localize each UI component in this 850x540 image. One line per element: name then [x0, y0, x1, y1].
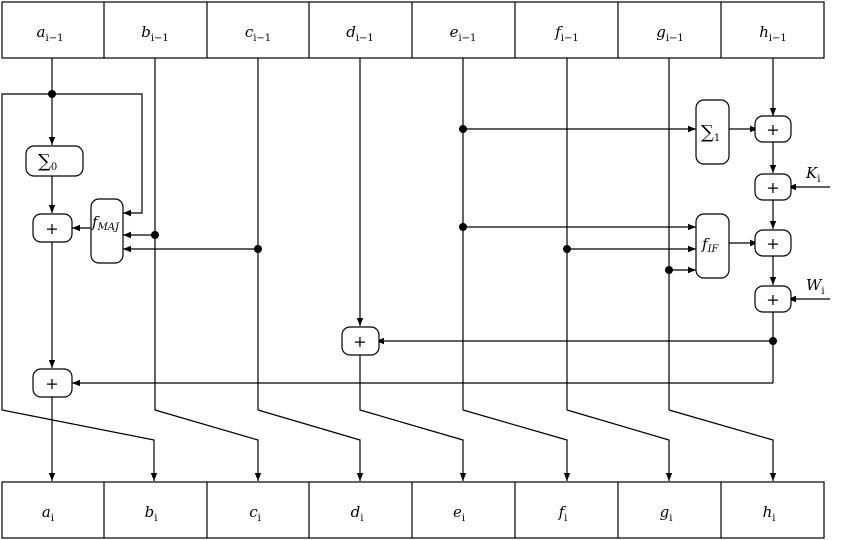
wires — [1, 58, 830, 481]
junction-dot — [151, 231, 159, 239]
w-input-label: Wi — [806, 276, 825, 297]
output-register-row: ai bi ci di ei fi gi hi — [1, 481, 825, 539]
adder-d: + — [341, 326, 380, 356]
adder-a-final: + — [32, 368, 73, 398]
reg-out-b: bi — [145, 503, 158, 524]
fif-block: fIF — [695, 213, 730, 279]
junction-dot — [459, 223, 467, 231]
junction-dot — [459, 125, 467, 133]
reg-in-h: hi−1 — [759, 23, 787, 44]
junction-dot — [48, 90, 56, 98]
wire-a-to-b-out — [1, 93, 158, 481]
reg-in-e: ei−1 — [450, 23, 477, 44]
wire-b-to-c-out — [154, 409, 262, 481]
svg-text:+: + — [766, 290, 779, 309]
adder-h-fif: + — [754, 229, 792, 257]
wire-f-to-g-out — [566, 409, 673, 481]
reg-out-g: gi — [660, 503, 673, 524]
fmaj-block: fMAJ — [90, 198, 124, 264]
reg-in-b: bi−1 — [141, 23, 169, 44]
reg-in-g: gi−1 — [656, 23, 684, 44]
adder-h-w: + — [754, 285, 792, 313]
input-register-row: ai−1 bi−1 ci−1 di−1 ei−1 fi−1 gi−1 hi−1 — [1, 1, 825, 59]
wire-g-to-h-out — [668, 409, 777, 481]
wire-addd-to-e-out — [359, 355, 467, 481]
reg-in-c: ci−1 — [245, 23, 271, 44]
reg-out-c: ci — [249, 503, 261, 524]
svg-text:fIF: fIF — [701, 235, 720, 255]
wire-a-to-fmaj — [52, 93, 143, 217]
adder-h-k: + — [754, 173, 792, 201]
reg-out-e: ei — [453, 503, 465, 524]
junction-dot — [665, 266, 673, 274]
svg-text:+: + — [45, 219, 58, 238]
reg-in-a: ai−1 — [37, 23, 64, 44]
svg-text:+: + — [353, 332, 366, 351]
reg-out-h: hi — [763, 503, 776, 524]
reg-out-d: di — [351, 503, 364, 524]
svg-text:∑0: ∑0 — [38, 151, 57, 173]
junction-dot — [769, 337, 777, 345]
wire-e-to-f-out — [462, 409, 571, 481]
svg-text:+: + — [766, 178, 779, 197]
svg-text:+: + — [766, 234, 779, 253]
junction-dot — [563, 245, 571, 253]
sigma1-block: ∑1 — [695, 99, 730, 165]
svg-text:∑1: ∑1 — [701, 122, 720, 144]
reg-in-f: fi−1 — [554, 23, 579, 44]
svg-text:+: + — [45, 374, 58, 393]
adder-h-sigma1: + — [754, 115, 792, 143]
svg-text:+: + — [766, 120, 779, 139]
junction-dots — [48, 90, 777, 345]
wire-c-to-d-out — [257, 409, 364, 481]
svg-text:fMAJ: fMAJ — [91, 213, 120, 233]
sigma0-block: ∑0 — [25, 145, 84, 177]
adder-a-sigma0-maj: + — [32, 213, 73, 243]
k-input-label: Ki — [805, 164, 820, 185]
reg-out-a: ai — [42, 503, 54, 524]
reg-in-d: di−1 — [346, 23, 374, 44]
reg-out-f: fi — [558, 503, 568, 524]
junction-dot — [254, 245, 262, 253]
